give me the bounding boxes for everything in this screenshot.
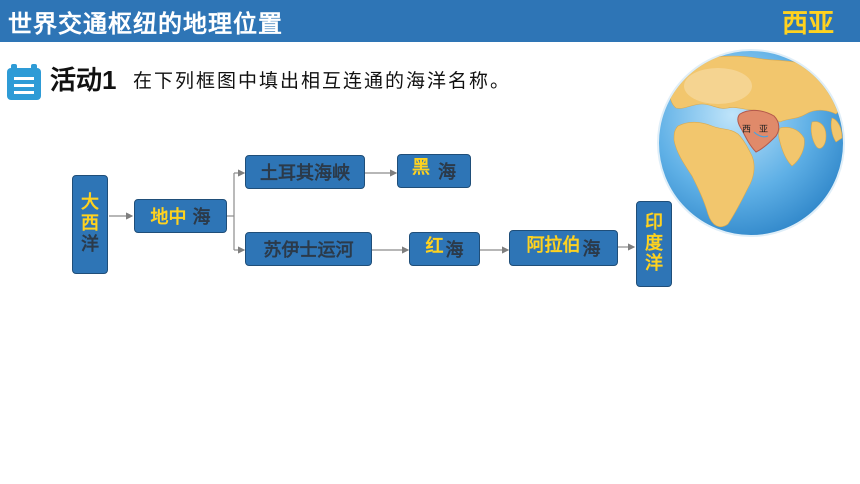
arabian-sea-suffix: 海 <box>582 239 601 260</box>
indian-ocean-char: 度 <box>645 232 663 254</box>
globe-map: 西 亚 <box>657 49 845 237</box>
globe-label-asia: 亚 <box>759 124 768 134</box>
arabian-sea-box: 阿拉伯 海 <box>509 230 618 266</box>
header-bar: 世界交通枢纽的地理位置 西亚 <box>0 0 860 42</box>
mediterranean-suffix: 海 <box>192 207 211 228</box>
indian-ocean-char: 印 <box>645 211 663 233</box>
globe-label-west: 西 <box>742 124 751 134</box>
page-title: 世界交通枢纽的地理位置 <box>8 9 283 38</box>
mediterranean-answer: 地中 <box>150 207 187 228</box>
black-sea-answer: 黑 <box>412 157 430 178</box>
atlantic-char: 洋 <box>81 233 99 255</box>
arabian-sea-answer: 阿拉伯 <box>526 235 581 256</box>
suez-canal-box: 苏伊士运河 <box>245 232 372 266</box>
activity-instruction: 在下列框图中填出相互连通的海洋名称。 <box>133 70 512 92</box>
atlantic-ocean-box: 大 西 洋 <box>72 175 108 274</box>
activity-title: 活动1 <box>50 65 117 95</box>
red-sea-answer: 红 <box>425 236 444 257</box>
region-label: 西亚 <box>781 9 834 39</box>
atlantic-char: 西 <box>81 213 99 235</box>
turkish-straits-label: 土耳其海峡 <box>260 163 350 184</box>
list-icon <box>7 64 41 100</box>
mediterranean-sea-box: 地中 海 <box>134 199 227 233</box>
red-sea-suffix: 海 <box>445 240 464 261</box>
turkish-straits-box: 土耳其海峡 <box>245 155 365 189</box>
black-sea-box: 黑 海 <box>397 154 471 188</box>
atlantic-char: 大 <box>81 192 99 214</box>
black-sea-suffix: 海 <box>438 162 456 183</box>
suez-canal-label: 苏伊士运河 <box>263 240 354 261</box>
red-sea-box: 红 海 <box>409 232 480 266</box>
indian-ocean-box: 印 度 洋 <box>636 201 672 287</box>
indian-ocean-char: 洋 <box>645 253 663 275</box>
